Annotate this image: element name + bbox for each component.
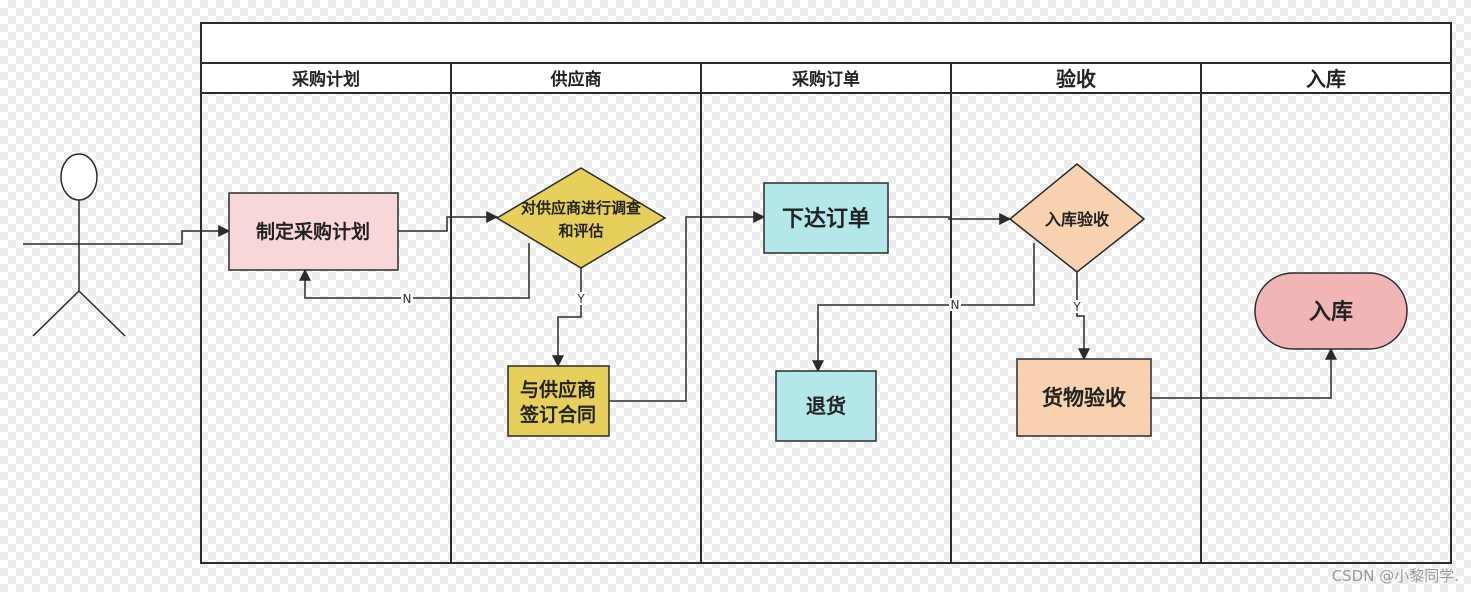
node-label-line-2: 和评估 <box>558 222 603 240</box>
node-place-order[interactable]: 下达订单 <box>763 182 889 254</box>
edge-review-no-to-plan <box>299 243 530 299</box>
node-return-goods[interactable]: 退货 <box>775 370 877 442</box>
lane-title-supplier: 供应商 <box>550 69 602 90</box>
node-label-line-2: 签订合同 <box>519 403 596 426</box>
edge-label-no: N <box>951 298 960 312</box>
node-supplier-review[interactable]: 对供应商进行调查 和评估 <box>495 167 667 269</box>
edge-goods-to-warehouse <box>1151 347 1337 399</box>
edge-label-yes: Y <box>576 292 585 306</box>
lane-title-purchase-order: 采购订单 <box>791 69 860 90</box>
node-goods-check[interactable]: 货物验收 <box>1016 358 1152 437</box>
lane-title-inspection: 验收 <box>1056 67 1096 91</box>
node-label: 退货 <box>806 394 846 418</box>
node-inbound-check[interactable]: 入库验收 <box>1008 163 1146 273</box>
node-label-line-1: 与供应商 <box>520 378 596 401</box>
edge-contract-to-order <box>609 211 766 402</box>
node-label: 货物验收 <box>1042 386 1126 410</box>
edge-actor-to-plan <box>135 225 231 245</box>
edge-label-yes: Y <box>1072 300 1081 314</box>
node-label: 制定采购计划 <box>256 220 370 243</box>
edge-order-to-check <box>888 213 1012 225</box>
node-make-plan[interactable]: 制定采购计划 <box>228 192 399 271</box>
node-label: 下达订单 <box>782 207 870 232</box>
edge-check-no-to-return <box>812 243 1035 373</box>
edge-review-yes-to-contract <box>552 268 582 368</box>
node-warehouse[interactable]: 入库 <box>1254 272 1408 350</box>
node-sign-contract[interactable]: 与供应商 签订合同 <box>507 365 610 437</box>
edge-check-yes-to-goods <box>1076 272 1090 361</box>
actor-icon <box>23 153 135 337</box>
lane-title-warehousing: 入库 <box>1306 67 1346 91</box>
node-label: 入库 <box>1309 300 1353 325</box>
lane-title-purchase-plan: 采购计划 <box>291 69 360 90</box>
pool-body <box>200 92 1452 564</box>
node-label-line-1: 对供应商进行调查 <box>521 199 642 217</box>
edge-plan-to-review <box>398 211 499 232</box>
pool: 采购计划 供应商 采购订单 验收 入库 <box>200 22 1452 564</box>
edge-labels: N Y N Y <box>401 292 1083 314</box>
pool-header <box>200 22 1452 64</box>
node-label: 入库验收 <box>1045 210 1109 229</box>
watermark: CSDN @小黎同学. <box>1331 567 1459 585</box>
edge-label-no: N <box>403 292 412 306</box>
